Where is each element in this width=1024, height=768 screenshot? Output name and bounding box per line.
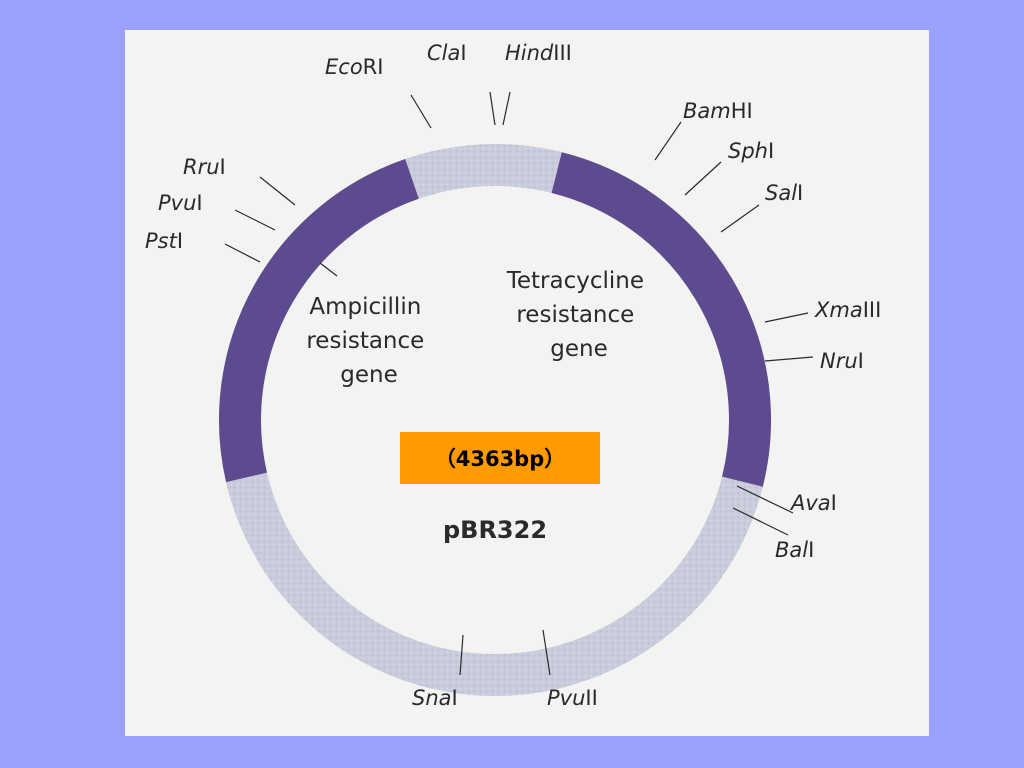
site-label-pst: PstI [145,229,183,253]
plasmid-size-box: （4363bp） [400,432,600,484]
site-label-pvu: PvuI [158,191,203,215]
tick-bam [654,121,682,161]
tick-sph [684,161,722,196]
site-label-hind: HindIII [505,41,572,65]
site-label-ava: AvaI [789,491,837,515]
tick-pvu [234,209,276,231]
tick-sna [459,634,464,676]
plasmid-map: ClaI HindIII EcoRI BamHI SphI SalI RruI … [145,41,881,710]
tick-hind [502,91,511,126]
site-label-cla: ClaI [427,41,467,65]
site-label-nru: NruI [820,349,864,373]
site-label-rru: RruI [183,155,226,179]
tick-eco [410,94,432,129]
tick-pvu2 [542,629,551,676]
tetracycline-gene-label: Tetracycline resistance gene [506,268,652,362]
site-label-sal: SalI [765,181,803,205]
tick-internal [319,262,338,277]
tick-cla [489,91,496,126]
figure-panel: ClaI HindIII EcoRI BamHI SphI SalI RruI … [125,30,929,736]
tick-pst [224,243,261,263]
tick-bal [732,507,789,536]
site-label-sph: SphI [728,139,774,163]
tick-ava [736,485,794,514]
site-label-xma: XmaIII [814,298,881,322]
site-label-bal: BalI [775,538,814,562]
tick-sal [720,204,760,233]
site-label-eco: EcoRI [325,55,383,79]
site-label-pvu2: PvuII [547,686,598,710]
ampicillin-gene-label: Ampicillin resistance gene [306,294,431,388]
tick-rru [259,176,296,206]
tick-xma [764,312,809,323]
site-label-sna: SnaI [412,686,458,710]
tetracycline-resistance-segment [551,152,771,487]
plasmid-name: pBR322 [443,516,547,544]
site-label-bam: BamHI [683,99,753,123]
tick-nru [764,356,814,362]
ampicillin-resistance-segment [219,159,419,483]
